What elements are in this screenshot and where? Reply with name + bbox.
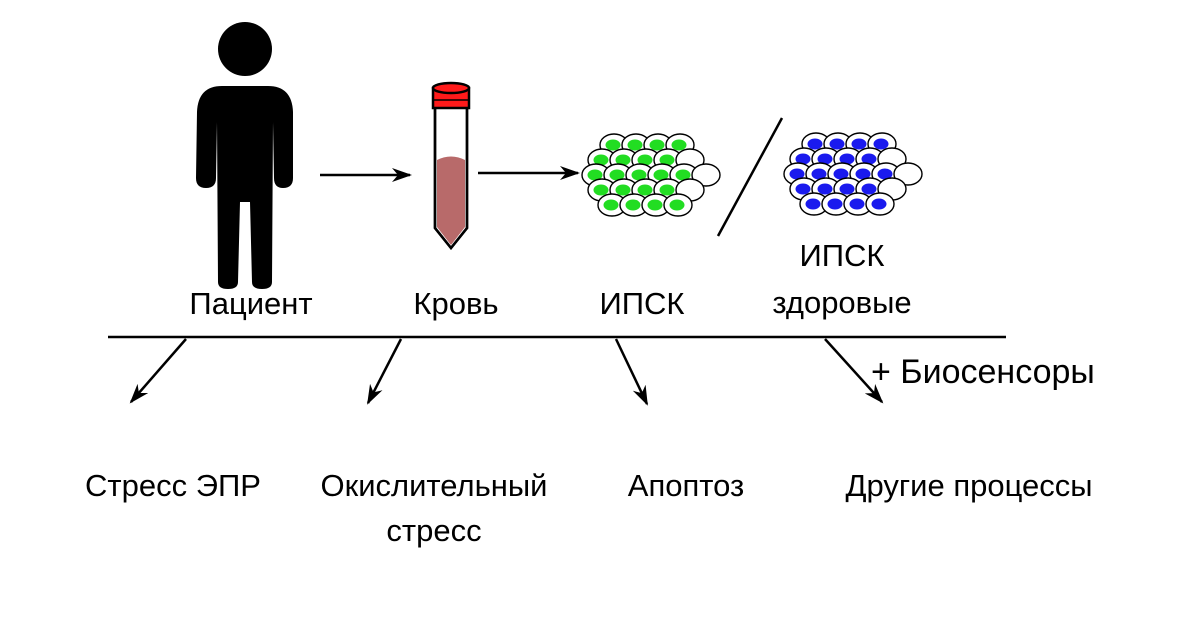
cell-cluster-icon	[581, 133, 721, 217]
cell-nucleus	[659, 154, 675, 166]
cell	[691, 163, 721, 187]
cell-nucleus	[805, 198, 821, 210]
cell-nucleus	[833, 168, 849, 180]
person-icon	[196, 22, 293, 289]
cell-nucleus	[603, 199, 619, 211]
cell-nucleus	[659, 184, 675, 196]
cell-nucleus	[839, 183, 855, 195]
arrow-to-er-stress	[129, 338, 187, 404]
cell-nucleus	[795, 183, 811, 195]
label-blood: Кровь	[413, 286, 498, 321]
cell-nucleus	[647, 199, 663, 211]
cell-nucleus	[631, 169, 647, 181]
cell-nucleus	[789, 168, 805, 180]
test-tube-icon	[431, 81, 471, 251]
outcome-apoptosis: Апоптоз	[628, 468, 744, 503]
cell-nucleus	[811, 168, 827, 180]
cell-nucleus	[855, 168, 871, 180]
cell-nucleus	[861, 183, 877, 195]
cell-nucleus	[653, 169, 669, 181]
label-healthy-ipsc-line2: здоровые	[772, 285, 911, 320]
cell-nucleus	[625, 199, 641, 211]
cell-nucleus	[795, 153, 811, 165]
cell-nucleus	[861, 153, 877, 165]
arrow-to-apoptosis	[614, 338, 649, 406]
outcome-other-processes: Другие процессы	[845, 468, 1092, 503]
cell-nucleus	[637, 184, 653, 196]
arrow-to-other-processes	[824, 338, 884, 404]
cell-nucleus	[675, 169, 691, 181]
cell-nucleus	[587, 169, 603, 181]
healthy-cell-cluster-icon	[783, 132, 923, 216]
cell-nucleus	[593, 184, 609, 196]
outcome-er-stress: Стресс ЭПР	[85, 468, 261, 503]
comparison-slash	[716, 117, 784, 237]
label-ipsc: ИПСК	[599, 286, 684, 321]
outcome-oxidative-line1: Окислительный	[321, 468, 548, 503]
cell-nucleus	[669, 199, 685, 211]
cell-nucleus	[873, 138, 889, 150]
cell-nucleus	[871, 198, 887, 210]
cell-nucleus	[609, 169, 625, 181]
cell	[893, 162, 923, 186]
cell-nucleus	[615, 184, 631, 196]
cell-nucleus	[593, 154, 609, 166]
arrow-to-oxidative-stress	[366, 338, 403, 405]
cell-nucleus	[649, 139, 665, 151]
cell-nucleus	[877, 168, 893, 180]
label-biosensors: + Биосенсоры	[871, 353, 1095, 391]
cell-nucleus	[817, 153, 833, 165]
cell-nucleus	[615, 154, 631, 166]
cell-nucleus	[839, 153, 855, 165]
label-patient: Пациент	[189, 286, 312, 321]
cell-nucleus	[851, 138, 867, 150]
cell-nucleus	[817, 183, 833, 195]
cell-nucleus	[627, 139, 643, 151]
label-healthy-ipsc-line1: ИПСК	[799, 238, 884, 273]
outcome-oxidative-line2: стресс	[386, 513, 481, 548]
cell-nucleus	[637, 154, 653, 166]
cell-nucleus	[605, 139, 621, 151]
cell-nucleus	[849, 198, 865, 210]
cell-nucleus	[827, 198, 843, 210]
cell-nucleus	[829, 138, 845, 150]
cell-nucleus	[671, 139, 687, 151]
cell-nucleus	[807, 138, 823, 150]
